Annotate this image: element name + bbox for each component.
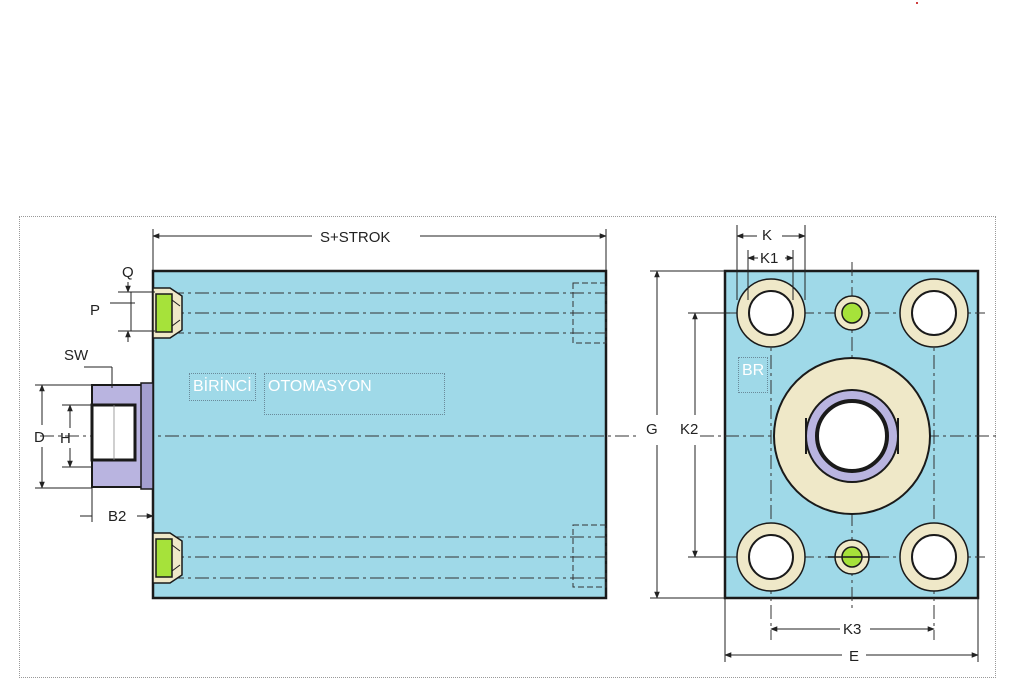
- mounting-hole: [736, 278, 806, 348]
- dim-q-label: Q: [122, 264, 134, 281]
- brand-word-1: BİRİNCİ: [189, 373, 256, 401]
- port-plug-top: [834, 295, 870, 331]
- mounting-holes: [736, 278, 969, 592]
- cylinder-body: [151, 269, 608, 600]
- drawing-frame: [19, 216, 996, 678]
- dim-k1-label: K1: [760, 250, 778, 267]
- dim-sw-label: SW: [64, 347, 89, 364]
- dim-g-label: G: [646, 421, 658, 438]
- mounting-hole: [899, 522, 969, 592]
- mounting-hole: [736, 522, 806, 592]
- top-port-fitting: [152, 287, 183, 339]
- dim-k3-label: K3: [843, 621, 861, 638]
- dim-e-label: E: [849, 648, 859, 665]
- dim-k2-label: K2: [680, 421, 698, 438]
- br-label: BR: [738, 357, 769, 393]
- side-view: S+STROK Q P SW D H B2: [34, 229, 640, 600]
- dim-k-label: K: [762, 227, 772, 244]
- rod-end: [90, 382, 154, 490]
- rod-assembly: [773, 357, 931, 515]
- dim-length-label: S+STROK: [320, 229, 390, 246]
- port-plug-bottom: [828, 539, 880, 575]
- bottom-port-fitting: [152, 532, 183, 584]
- front-view: G K2 K K1 K3 E: [646, 225, 998, 665]
- dim-p-label: P: [90, 302, 100, 319]
- dim-d-label: D: [34, 429, 45, 446]
- dim-h-label: H: [60, 430, 71, 447]
- stray-dot: [916, 2, 918, 4]
- dim-b2-label: B2: [108, 508, 126, 525]
- brand-word-2: OTOMASYON: [264, 373, 445, 415]
- mounting-hole: [899, 278, 969, 348]
